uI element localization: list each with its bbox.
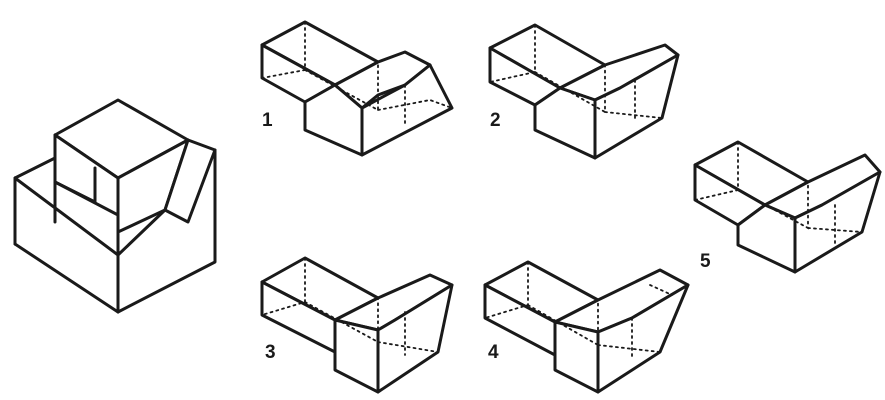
option-3-label: 3 bbox=[265, 342, 276, 363]
option-2-label: 2 bbox=[490, 110, 501, 131]
option-1-solid bbox=[260, 20, 454, 157]
option-2-solid bbox=[488, 23, 680, 160]
option-5-solid bbox=[693, 140, 882, 274]
option-3-solid bbox=[260, 256, 454, 394]
option-4-label: 4 bbox=[488, 342, 499, 363]
reference-solid bbox=[13, 98, 217, 314]
option-4-solid bbox=[483, 260, 690, 394]
option-1-label: 1 bbox=[262, 110, 273, 131]
option-5-label: 5 bbox=[700, 251, 711, 272]
